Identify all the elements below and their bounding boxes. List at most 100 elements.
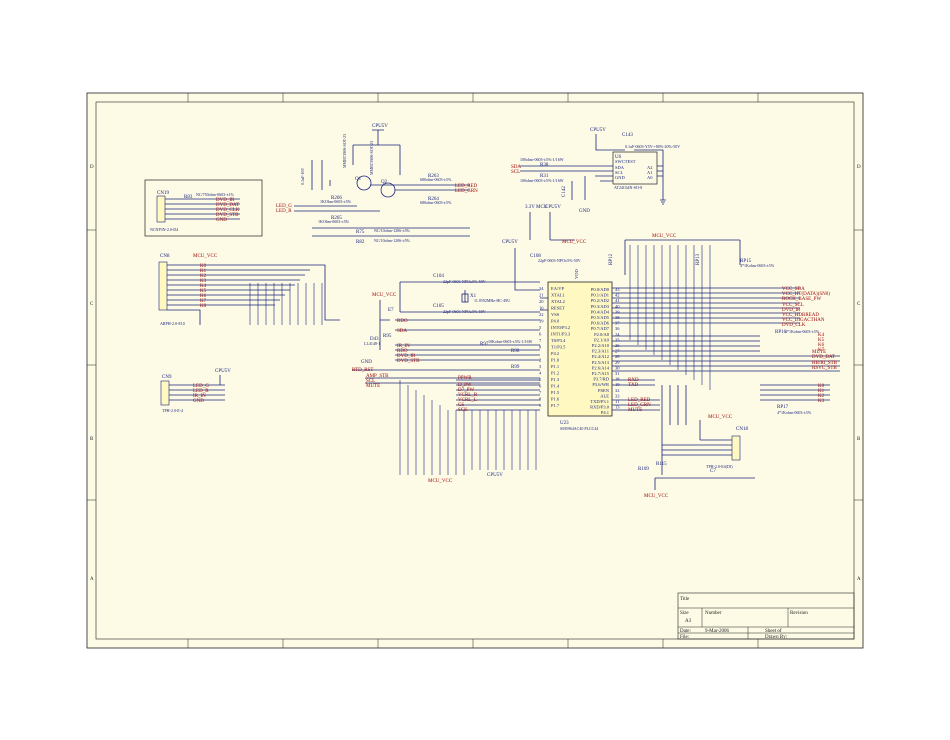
border-row-a-right: A	[857, 577, 861, 582]
c143-value: 0.1uF-0603-Y5V-+80%-20%-50V	[625, 144, 680, 149]
mcu-pin-left-name: P1.7	[551, 403, 560, 408]
rp17-value: 4*1Kohm-0603-±5%	[777, 410, 812, 415]
rp15-ref: RP15	[740, 259, 752, 264]
net-led-grn: LED_GRN	[455, 189, 478, 194]
net-led-red: LED_RED	[455, 184, 478, 189]
c108-value: 22pF-0603-NPO±5%-50V	[538, 258, 581, 263]
q1-ref: Q1	[355, 177, 362, 182]
u6-pin-a1: A1	[647, 170, 653, 175]
cn9-net-led-g: LED_G	[193, 384, 209, 389]
mcu-pin-left-name: P4.2	[551, 351, 559, 356]
rp16-k4: K4	[818, 333, 825, 338]
date-label: Date:	[680, 629, 691, 634]
size-label: Size	[680, 611, 689, 616]
border-row-d-right: D	[857, 165, 861, 170]
cn8-pin-k6: K6	[200, 294, 207, 299]
q1-symbol	[356, 175, 372, 191]
mcu-pin-left-num: 9	[539, 403, 542, 408]
net-amp-stb: AMP_STB	[366, 374, 389, 379]
eeprom-block: CPU5V C143 0.1uF-0603-Y5V-+80%-20%-50V U…	[511, 128, 680, 214]
r97-ref: R97	[480, 342, 489, 347]
rp16-k6: K6	[818, 343, 825, 348]
r263-ref: R263	[428, 174, 439, 179]
net-dvd-stb: DVD_STB	[397, 359, 420, 364]
eeprom-net-sda: SDA	[511, 165, 521, 170]
v33-label: 3.3V MCU	[525, 205, 548, 210]
q2-value: MMBT3906-SOT-23	[369, 141, 374, 175]
right-net-rock: ROCK_BASE_PW	[782, 297, 821, 302]
cn8-pin-k3: K3	[200, 279, 207, 284]
mcu-pin-left-name: T0/P3.4	[551, 338, 566, 343]
mcu-pin-left-num: 39	[539, 319, 544, 324]
gnd-label-1: GND	[579, 209, 590, 214]
mcu-pin-left-name: P1.3	[551, 377, 560, 382]
u6-pin-scl: SCL	[615, 170, 624, 175]
net-d7-pw: D7_PW	[458, 388, 474, 393]
r99-ref: R99	[511, 365, 520, 370]
border-row-d-left: D	[90, 165, 94, 170]
cpu5v-bottom: CPU5V	[487, 473, 503, 478]
u6-pin-swctest: SWCTEST	[615, 159, 636, 164]
mcu-pin-left-name: P4.0	[551, 319, 560, 324]
mcu-pin-left-name: XTAL1	[551, 293, 565, 298]
mcu-pin-left-name: P1.0	[551, 358, 560, 363]
border-row-c-left: C	[90, 302, 94, 307]
r75-value: NC/10ohm-1206-±5%	[374, 228, 411, 233]
x1-value: 11.0592MHz-HC-49U	[474, 298, 510, 303]
border-row-b-right: B	[857, 437, 861, 442]
cn8-pin-k8: K8	[200, 304, 207, 309]
r82-value: NC/10ohm-1206-±5%	[374, 238, 411, 243]
mcu-pin-right-num: 28	[615, 354, 620, 359]
led-driver-block: CPU5V Q1 Q2 MMBT3906-SOT-23 MMBT3906-SOT…	[276, 124, 478, 245]
mcu-pin-right-num: 43	[615, 287, 620, 292]
r263-value: 680ohm-0603-±5%	[420, 177, 452, 182]
r266-value: 1KOhm-0603-±5%	[320, 199, 352, 204]
cn8-header: MCU_VCC	[193, 254, 218, 259]
cn9-net-gnd: GND	[193, 399, 204, 404]
mcu-pin-left-num: 8	[539, 397, 542, 402]
r97-value: 10Kohm-0603-±5%-1/16W	[488, 339, 533, 344]
gnd-label-2: GND	[361, 360, 372, 365]
cn8-pin-k7: K7	[200, 299, 207, 304]
mcu-pin-left-num: 10	[539, 306, 544, 311]
mcu-pin-right-name: RXD/P3.0	[590, 405, 610, 410]
r98-ref: R98	[511, 349, 520, 354]
sheet-label: Sheet of	[765, 629, 782, 634]
r264-ref: R264	[428, 197, 439, 202]
mcu-pin-right-name: P0.2/AD2	[591, 298, 609, 303]
title-label: Title	[680, 597, 690, 602]
cn8-pin-k0: K0	[200, 264, 207, 269]
r-scl-ref: R31	[540, 174, 549, 179]
rp16-ref: RP16	[775, 330, 787, 335]
u23-part: SM5964AC40 PLCC44	[560, 426, 598, 431]
border-ticks	[87, 93, 863, 648]
c143-ref: C143	[622, 133, 633, 138]
u6-pin-a2: A2	[647, 165, 653, 170]
u23-vdd: VDD	[574, 269, 579, 279]
net-cs: CS	[458, 403, 464, 408]
cn8-pin-k4: K4	[200, 284, 207, 289]
mcu-pin-right-num: 38	[615, 315, 620, 320]
cn8-pin-k5: K5	[200, 289, 207, 294]
mcu-pin-left-num: 6	[539, 384, 542, 389]
cn8-block: CN8 MCU_VCC ARPH-2.0-E10 K0 K1 K2 K3 K4 …	[158, 254, 340, 326]
r266-ref: R266	[331, 196, 342, 201]
cn19-part: NCNP3N-2.0-D4	[150, 227, 178, 232]
mcu-pin-left-num: 2	[539, 358, 541, 363]
rp17-k0: K0	[818, 384, 825, 389]
r83-value: NC/750ohm-0603-±1%	[196, 192, 235, 197]
mcu-pin-left-num: 8	[539, 345, 542, 350]
cn19-net-dvd-dat: DVD_DAT	[216, 203, 239, 208]
cn19-net-dvd-clk: DVD_CLK	[216, 208, 240, 213]
rp12-ref: RP12	[609, 253, 614, 265]
mcu-vcc-label-5: MCU_VCC	[708, 415, 733, 420]
u6-pin-a0: A0	[647, 175, 653, 180]
d43-ref: D43	[370, 337, 379, 342]
cn18-part: TPH-2.0-E4(DI)	[706, 464, 733, 469]
r75-ref: R75	[356, 230, 365, 235]
rp16-k7: K7	[818, 348, 825, 353]
c108-ref: C108	[530, 254, 541, 259]
mcu-pin-right-name: P0.3/AD3	[591, 304, 610, 309]
right-net-vcc-scl: VCC_SCL	[782, 303, 804, 308]
right-net-led-grn: LED_GRN	[628, 403, 651, 408]
